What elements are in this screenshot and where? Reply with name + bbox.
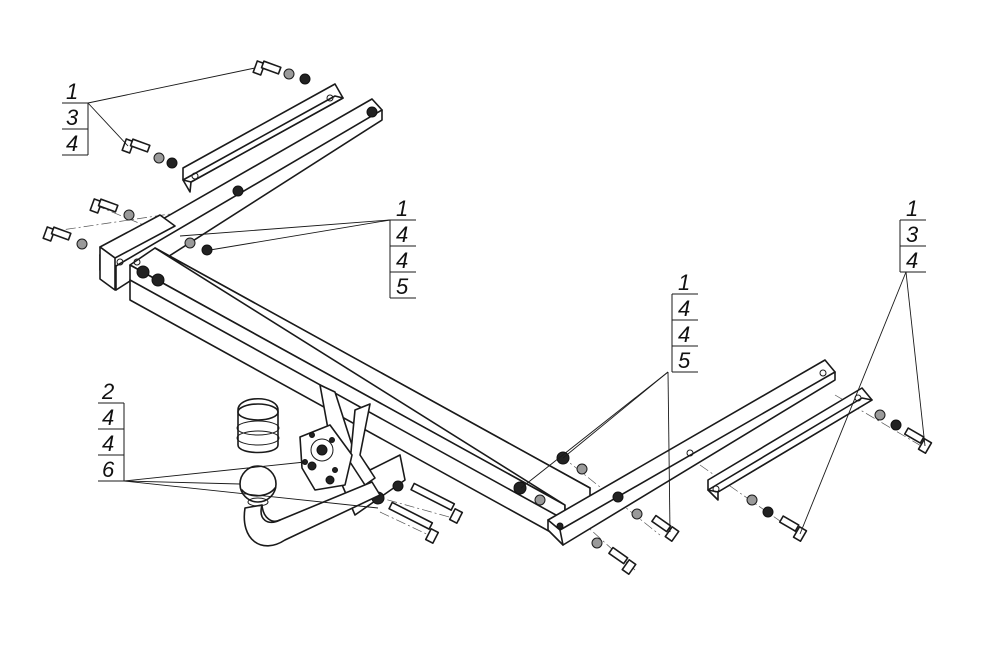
leader-lines [87, 67, 926, 535]
washer [76, 238, 88, 250]
nut [762, 506, 774, 518]
bolt [410, 482, 464, 524]
callout-label: 5 [678, 348, 691, 373]
nut [307, 461, 317, 471]
fasteners [42, 60, 933, 576]
bolt [252, 60, 282, 76]
callout-label: 1 [396, 196, 408, 221]
washer [184, 237, 196, 249]
bolt [651, 514, 680, 543]
callout-label: 3 [906, 222, 919, 247]
right-side-bracket-inner [547, 359, 836, 546]
callout-label: 5 [396, 274, 409, 299]
bolt [42, 226, 72, 242]
callout-label: 1 [906, 196, 918, 221]
nut [513, 481, 527, 495]
callout-label: 4 [906, 248, 918, 273]
nut [299, 73, 311, 85]
left-side-bracket-outer [182, 83, 344, 193]
washer [631, 508, 643, 520]
bolt [89, 198, 119, 214]
callout-label: 1 [66, 79, 78, 104]
callout-label: 4 [678, 296, 690, 321]
callout-label: 4 [102, 431, 114, 456]
callout-middle: 1 4 4 5 [671, 270, 698, 373]
washer [576, 463, 588, 475]
callout-label: 4 [678, 322, 690, 347]
callout-label: 6 [102, 457, 115, 482]
washer [874, 409, 886, 421]
callout-label: 1 [678, 270, 690, 295]
tow-ball-neck [243, 481, 381, 547]
callout-label: 2 [101, 379, 114, 404]
bolt [903, 427, 933, 454]
callout-label: 4 [102, 405, 114, 430]
washer [591, 537, 603, 549]
nut [890, 419, 902, 431]
callout-label: 4 [396, 222, 408, 247]
callout-label: 4 [66, 131, 78, 156]
ball-cap [236, 398, 280, 454]
callout-label: 3 [66, 105, 79, 130]
washer [534, 494, 546, 506]
callout-label: 4 [396, 248, 408, 273]
callout-top-left: 1 3 4 [62, 79, 89, 156]
nut [166, 157, 178, 169]
crossbar-left-plate [99, 214, 176, 291]
bolt [608, 546, 637, 576]
washer [123, 209, 135, 221]
right-side-bracket-outer [707, 387, 873, 501]
callout-right: 1 3 4 [899, 196, 926, 273]
bolt [121, 138, 151, 154]
callout-upper-middle: 1 4 4 5 [389, 196, 416, 299]
tow-ball [239, 465, 277, 507]
washer [746, 494, 758, 506]
washer [283, 68, 295, 80]
washer [153, 152, 165, 164]
callout-ball: 2 4 4 6 [98, 379, 125, 482]
nut [325, 475, 335, 485]
bolt [388, 501, 440, 544]
